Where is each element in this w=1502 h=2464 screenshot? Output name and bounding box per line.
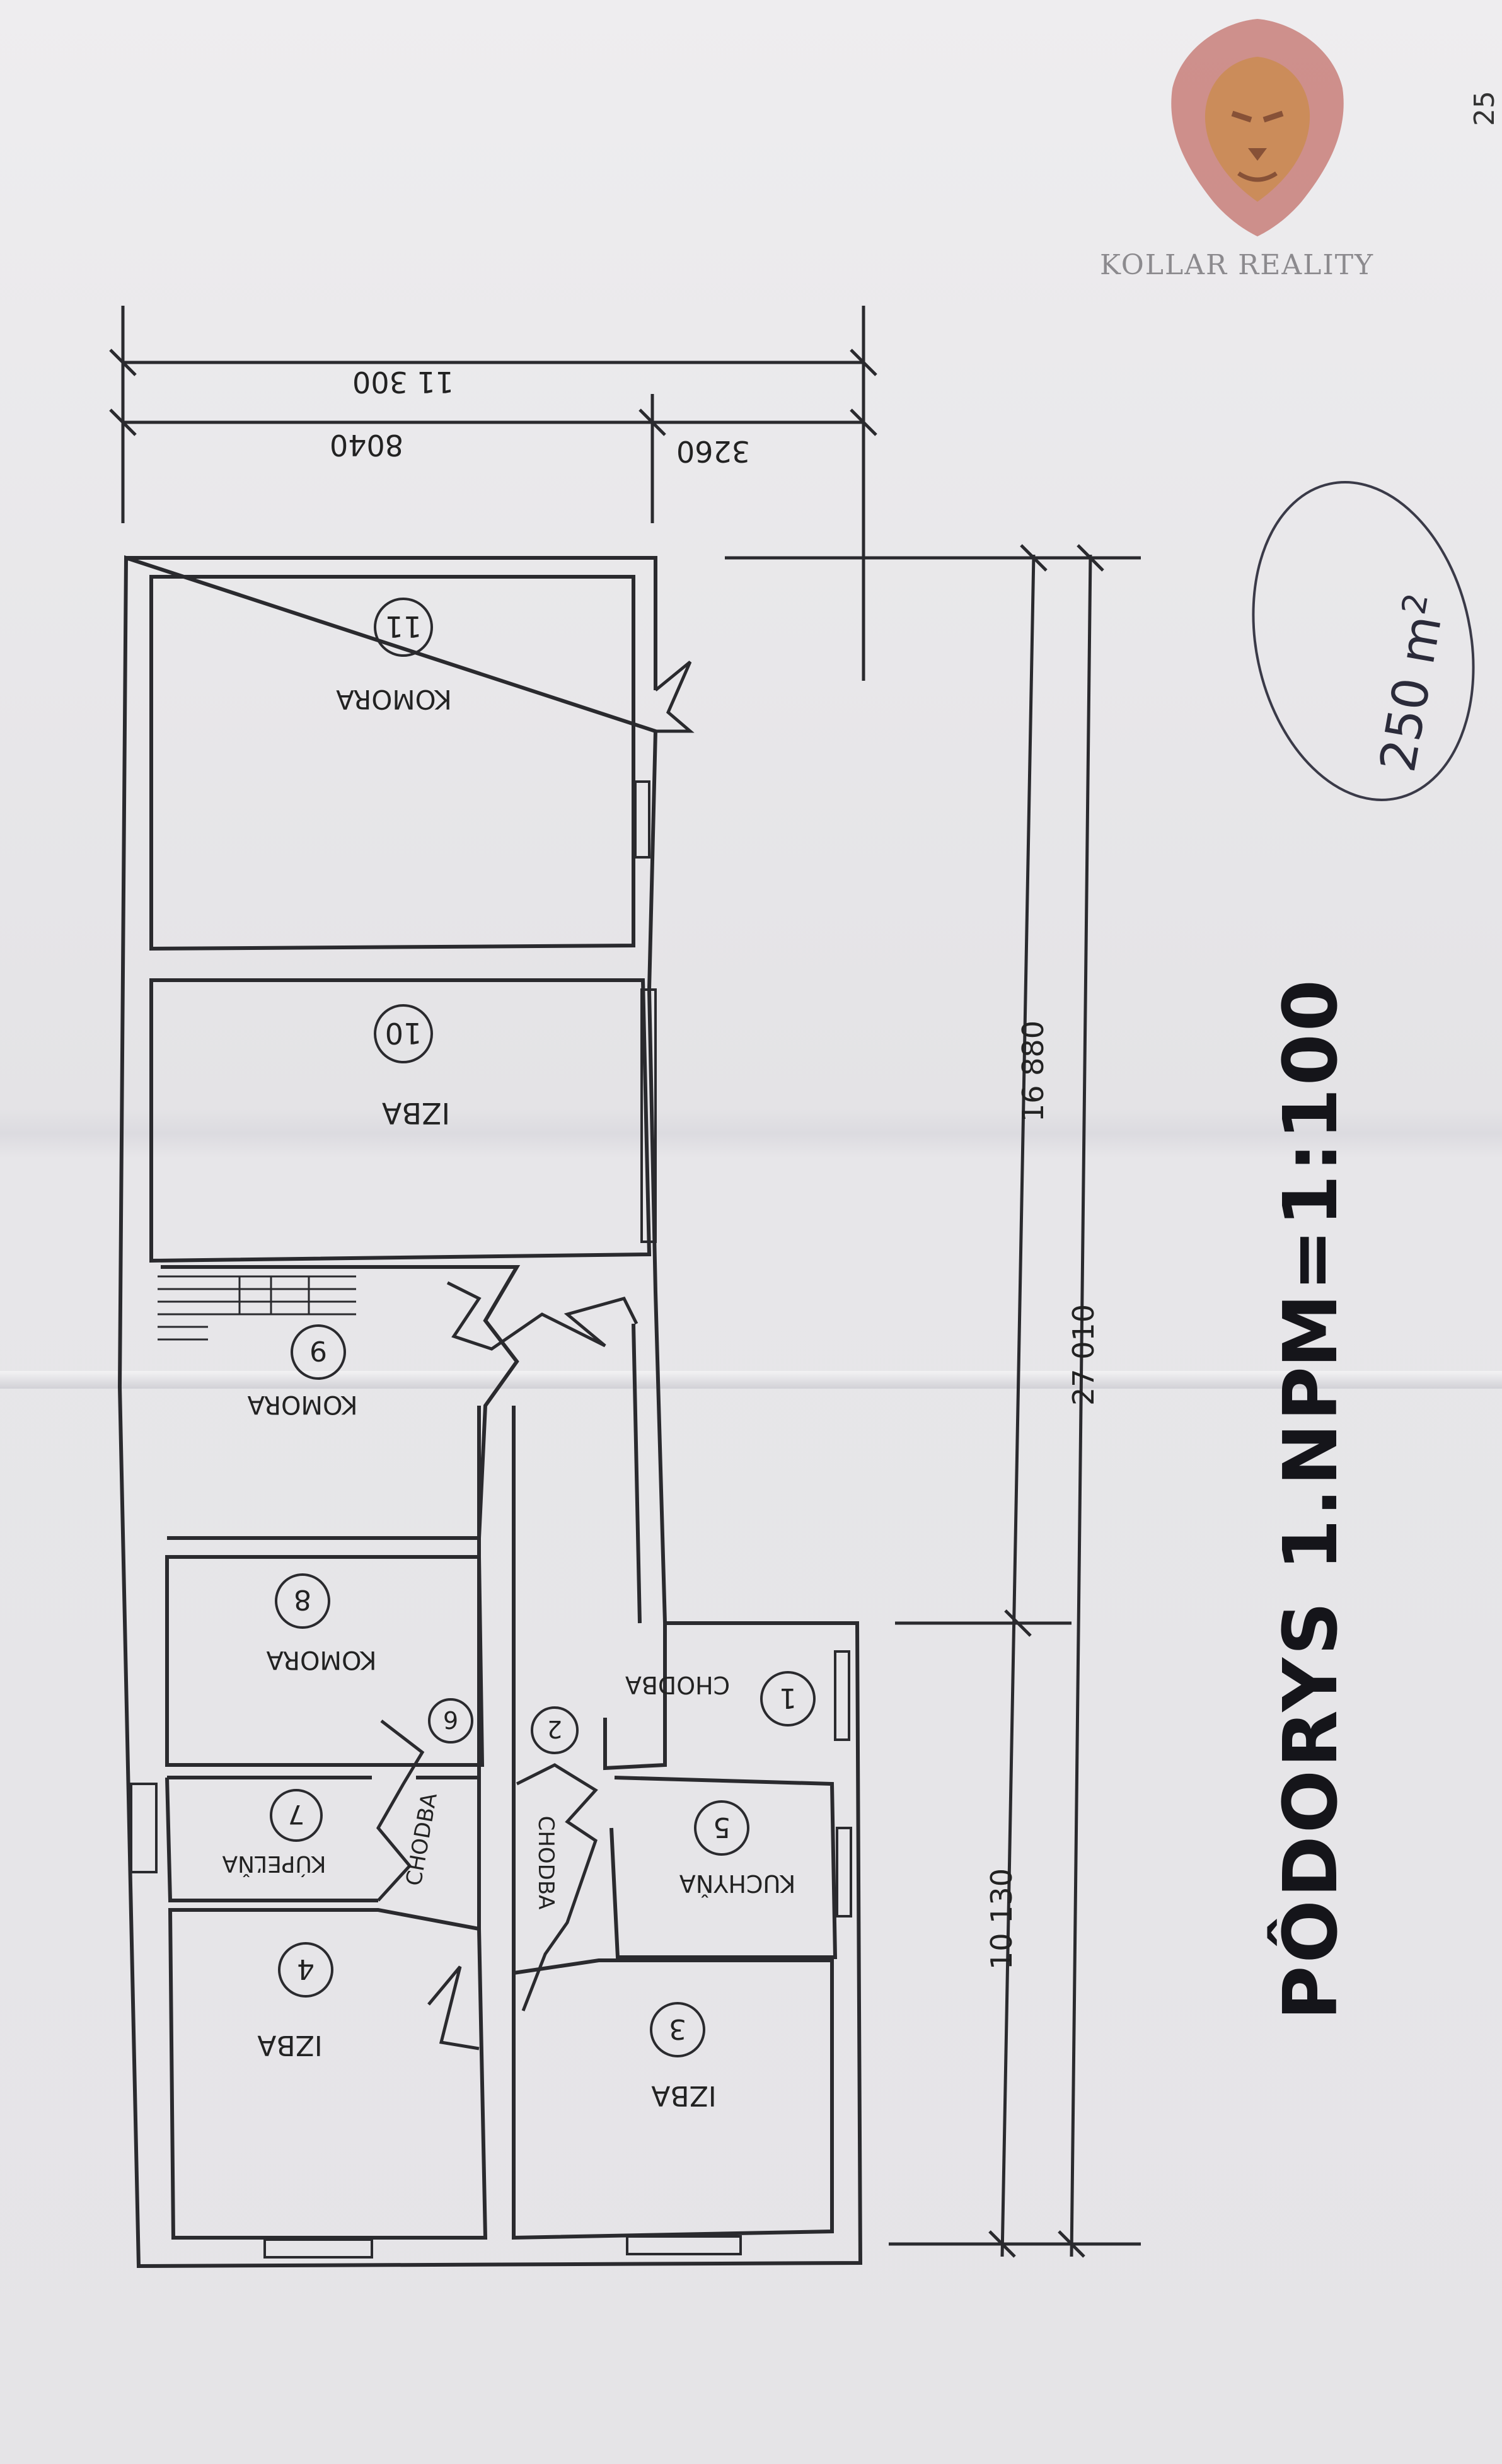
wall-room-3 xyxy=(512,1958,834,2240)
room-name: KÚPEĽŇA xyxy=(222,1851,326,1877)
handwritten-area-oval xyxy=(1252,481,1475,801)
dim-tick xyxy=(1004,1609,1032,1637)
window-room-3 xyxy=(626,2235,742,2255)
lion-head-logo-icon xyxy=(1171,19,1344,236)
room-8: 8 KOMORA xyxy=(266,1573,377,1674)
room-number: 11 xyxy=(385,610,422,644)
door-marks xyxy=(376,661,695,2050)
room-name: KUCHYŇA xyxy=(679,1870,795,1897)
wall-room-8 xyxy=(165,1555,485,1767)
dim-line-length-parts xyxy=(1000,554,1036,2257)
wall-room-4 xyxy=(168,1908,488,2240)
plan-scale: M=1:100 xyxy=(1267,977,1354,1368)
room-name: CHODBA xyxy=(533,1816,558,1910)
room-name: CHODBA xyxy=(401,1791,442,1888)
wall-room-10 xyxy=(149,978,652,1263)
wall-room-11 xyxy=(149,575,635,951)
dim-tick xyxy=(988,2230,1016,2258)
room-number: 5 xyxy=(713,1811,731,1843)
room-6: 6 CHODBA xyxy=(401,1698,473,1888)
door-mark-corridor-2 xyxy=(516,1763,598,2011)
room-name: IZBA xyxy=(381,1096,450,1130)
room-number: 4 xyxy=(297,1953,315,1985)
dim-label-width-part-2: 3260 xyxy=(676,434,750,468)
room-number: 6 xyxy=(443,1706,458,1733)
room-11: 11 KOMORA xyxy=(336,598,452,715)
dim-tick xyxy=(638,408,666,436)
room-labels: 11 KOMORA 10 IZBA 9 KOMORA 8 KOMORA 7 KÚ… xyxy=(222,598,816,2112)
room-3: 3 IZBA xyxy=(650,2002,717,2112)
door-mark-room-4 xyxy=(427,1965,480,2050)
room-number: 8 xyxy=(294,1583,311,1616)
room-name: KOMORA xyxy=(266,1645,377,1674)
dim-tick xyxy=(1020,544,1048,572)
room-10: 10 IZBA xyxy=(374,1004,450,1130)
room-number: 2 xyxy=(547,1715,562,1743)
room-2: 2 CHODBA xyxy=(531,1706,579,1910)
dim-tick xyxy=(109,349,137,376)
window-room-5 xyxy=(836,1827,852,1917)
room-name: KOMORA xyxy=(336,684,452,715)
staircase xyxy=(158,1275,356,1341)
room-name: CHODBA xyxy=(625,1671,730,1699)
dim-label-length-part-2: 10 130 xyxy=(985,1868,1019,1970)
wall-room-1 xyxy=(603,1623,667,1771)
room-1: 1 CHODBA xyxy=(625,1671,816,1727)
door-mark-entrance xyxy=(446,1281,638,1351)
room-number: 10 xyxy=(385,1016,422,1050)
dim-tick xyxy=(850,349,877,376)
room-name: IZBA xyxy=(257,2029,322,2061)
dim-label-overall-length: 27 010 xyxy=(1066,1304,1101,1406)
dim-label-length-part-1: 16 880 xyxy=(1016,1021,1050,1122)
outer-wall xyxy=(117,555,863,2269)
dim-line-overall-length xyxy=(1070,554,1092,2257)
wall-corridor xyxy=(477,1406,516,1973)
dim-tick xyxy=(109,408,137,436)
room-9: 9 KOMORA xyxy=(247,1324,358,1419)
dim-tick xyxy=(1058,2230,1085,2258)
room-5: 5 KUCHYŇA xyxy=(679,1800,795,1897)
dim-tick xyxy=(850,408,877,436)
room-number: 1 xyxy=(779,1682,797,1714)
room-7: 7 KÚPEĽŇA xyxy=(222,1789,326,1877)
window-room-4 xyxy=(263,2238,373,2259)
dim-label-overall-width: 11 300 xyxy=(352,365,454,399)
plan-title: PÔDORYS 1.NP xyxy=(1267,1363,1354,2020)
window-room-7 xyxy=(130,1783,158,1873)
watermark-brand-text: KOLLAR REALITY xyxy=(1100,249,1375,281)
paper-fold-line xyxy=(0,1371,1502,1389)
room-number: 3 xyxy=(669,2013,686,2045)
room-number: 9 xyxy=(309,1334,327,1367)
dimension-lines xyxy=(109,306,1141,2258)
room-name: IZBA xyxy=(651,2079,716,2112)
wall-room-5 xyxy=(609,1776,838,1959)
room-number: 7 xyxy=(288,1799,305,1830)
room-4: 4 IZBA xyxy=(257,1942,333,2061)
room-name: KOMORA xyxy=(247,1390,358,1419)
wall-room-7-bottom xyxy=(165,1777,378,1902)
walls xyxy=(117,555,863,2269)
door-mark-room-11 xyxy=(654,661,695,733)
door-mark-corridor-6 xyxy=(376,1720,425,1902)
window-room-10 xyxy=(640,988,657,1243)
window-room-11 xyxy=(634,780,650,859)
window-room-1 xyxy=(834,1650,850,1741)
dim-tick xyxy=(1077,544,1104,572)
dim-label-width-part-1: 8040 xyxy=(330,428,403,462)
windows xyxy=(130,780,852,2259)
wall-corridor-outer xyxy=(632,1323,642,1624)
